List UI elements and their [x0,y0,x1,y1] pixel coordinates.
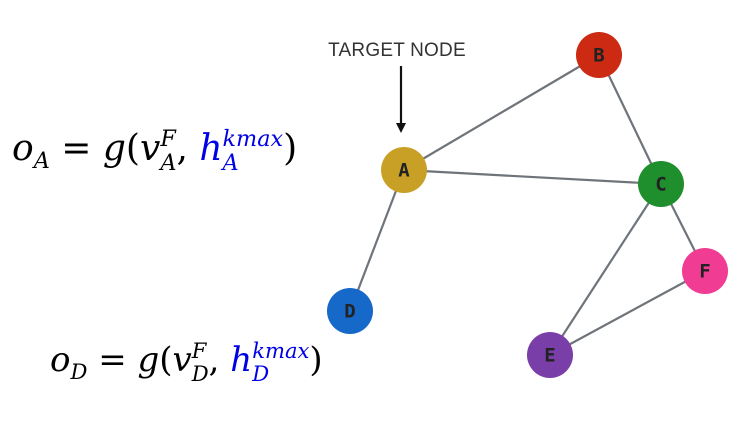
formula-d-eq: = [87,340,138,380]
formula-d-fn: g [137,340,160,380]
formula-a-fn: g [102,128,126,169]
formula-d-comma: , [208,340,231,380]
node-c-circle [638,161,684,207]
formula-a-h-sub: A [222,149,239,176]
formula-d-h: h [230,340,253,380]
formula-a-lhs: o [12,128,34,169]
formula-a-h-sup: kmax [222,126,284,153]
formula-d-v-sub: D [191,360,209,386]
node-e-circle [527,332,573,378]
node-a-circle [381,147,427,193]
node-f-label: F [699,261,710,283]
node-b: B [576,32,622,78]
node-f: F [682,248,728,294]
node-a: A [381,147,427,193]
formula-a-open: ( [125,128,140,169]
formula-a-eq: = [49,128,103,169]
formula-a-v-sub: A [160,149,177,176]
formula-a-v: v [139,128,161,169]
node-a-label: A [398,160,410,182]
edge-a-c [403,168,662,186]
node-e-label: E [544,345,555,367]
node-c: C [638,161,684,207]
formula-d-close: ) [309,340,323,380]
formula-d-lhs-sub: D [70,358,88,384]
node-d: D [327,288,373,334]
nodes: A B C D E F [327,32,728,378]
edge-c-e [549,183,662,356]
node-f-circle [682,248,728,294]
formula-d-h-sup: kmax [252,338,310,364]
edge-b-c [598,54,662,185]
node-d-label: D [344,301,355,323]
formula-a-close: ) [283,128,298,169]
formula-a-comma: , [176,128,200,169]
formula-d-v: v [172,340,192,380]
formula-d-h-sub: D [252,360,270,386]
edge-e-f [549,270,706,356]
formula-a-lhs-sub: A [33,148,50,175]
node-b-circle [576,32,622,78]
target-node-label: TARGET NODE [328,40,466,61]
node-e: E [527,332,573,378]
formula-d-v-sup: F [191,338,207,364]
edge-a-b [403,54,600,171]
formula-a-v-sup: F [160,126,176,153]
node-c-label: C [655,174,666,196]
formula-a-h: h [199,128,223,169]
target-node-annotation: TARGET NODE [328,40,466,133]
edge-a-d [348,169,406,312]
formula-d-open: ( [159,340,173,380]
node-d-circle [327,288,373,334]
node-b-label: B [593,45,604,67]
formula-d-lhs: o [50,340,71,380]
